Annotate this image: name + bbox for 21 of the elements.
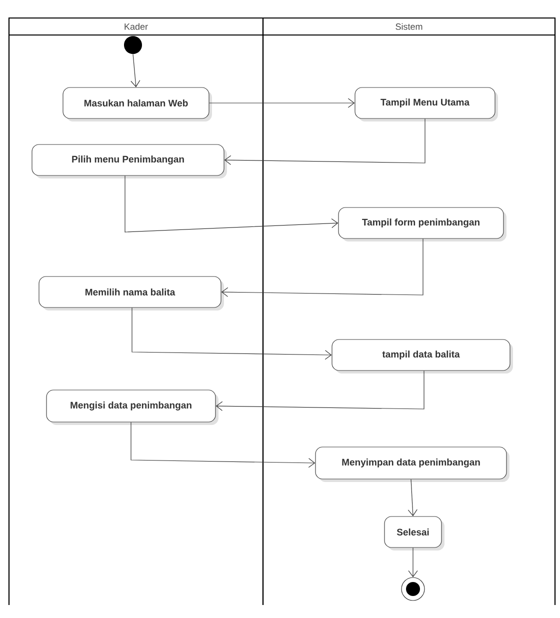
arrow (221, 238, 424, 297)
activity-box: Menyimpan data penimbangan (315, 446, 510, 482)
arrow (124, 176, 338, 232)
arrow (130, 422, 316, 468)
start-node (124, 36, 142, 54)
arrow (224, 118, 426, 165)
activity-box: Memilih nama balita (38, 276, 224, 310)
arrow (130, 54, 140, 88)
arrow (408, 479, 418, 516)
activity-box: Pilih menu Penimbangan (32, 144, 227, 178)
arrow (408, 548, 418, 578)
activity-box: Tampil form penimbangan (338, 207, 506, 242)
activity-box: Masukan halaman Web (62, 87, 212, 122)
end-node (401, 577, 425, 601)
arrow (216, 370, 424, 411)
activity-box: tampil data balita (332, 339, 513, 374)
activity-box: Mengisi data penimbangan (46, 390, 218, 425)
arrow (132, 308, 332, 360)
activity-box: Selesai (384, 516, 444, 550)
arrow (209, 98, 355, 108)
activity-box: Tampil Menu Utama (354, 87, 498, 122)
